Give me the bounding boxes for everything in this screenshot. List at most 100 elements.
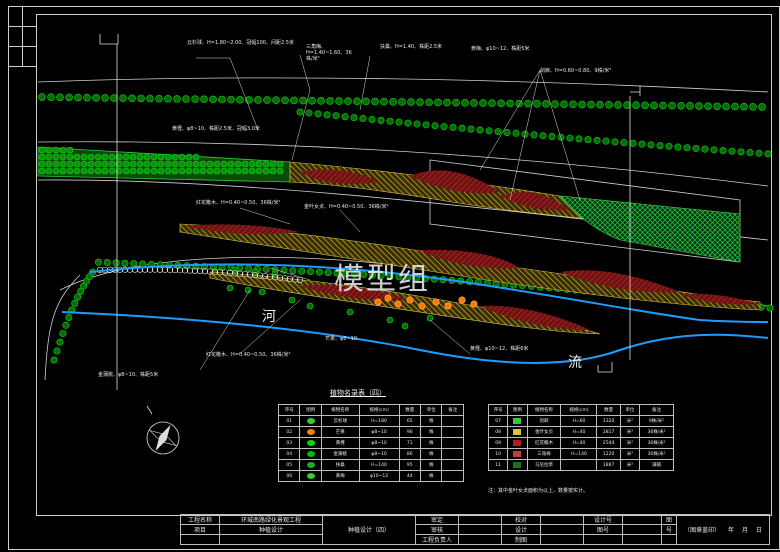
palm-tree-symbol bbox=[251, 272, 259, 279]
tree-symbol bbox=[668, 101, 676, 110]
tree-symbol bbox=[368, 115, 376, 123]
hedge-symbol bbox=[185, 153, 193, 161]
tree-symbol bbox=[254, 96, 262, 104]
tree-symbol bbox=[377, 116, 385, 124]
tree-symbol bbox=[596, 100, 604, 109]
tree-symbol bbox=[359, 115, 367, 123]
tree-symbol bbox=[461, 99, 469, 107]
hedge-dots bbox=[38, 146, 284, 175]
section-markers bbox=[99, 34, 641, 390]
table-cell bbox=[441, 448, 464, 460]
table-cell bbox=[441, 459, 464, 471]
tb-stamp: （图章盖印） 年 月 日 bbox=[676, 514, 770, 545]
orange-tree-symbol bbox=[470, 300, 478, 308]
table-cell bbox=[441, 470, 464, 482]
table-header-cell: 植物名称 bbox=[526, 404, 562, 416]
tree-symbol bbox=[611, 138, 619, 146]
tree-symbol bbox=[542, 100, 550, 108]
palm-tree-symbol bbox=[131, 266, 139, 273]
table-cell: 1887 bbox=[596, 459, 621, 471]
hedge-symbol bbox=[94, 167, 102, 175]
table-cell: 1320 bbox=[596, 415, 621, 427]
palm-tree-symbol bbox=[241, 271, 249, 278]
tree-symbol bbox=[326, 97, 334, 105]
legend-swatch-icon bbox=[299, 437, 322, 449]
tree-symbol bbox=[722, 102, 730, 111]
tree-symbol bbox=[647, 141, 655, 149]
table-header-cell: 序号 bbox=[487, 404, 509, 416]
table-cell: 11 bbox=[487, 459, 509, 471]
hedge-symbol bbox=[52, 146, 60, 154]
label-10: 芒果、φ8~10 bbox=[325, 336, 358, 342]
tree-symbol bbox=[578, 100, 586, 109]
tree-symbol bbox=[506, 99, 514, 108]
hedge-symbol bbox=[52, 153, 60, 161]
tree-symbol bbox=[59, 330, 67, 338]
table-cell: 1220 bbox=[596, 448, 621, 460]
palm-tree-symbol bbox=[186, 267, 194, 274]
orange-tree-symbol bbox=[394, 300, 402, 308]
tb-empty-2 bbox=[219, 534, 323, 545]
table-cell: 马尼拉草 bbox=[526, 459, 562, 471]
table-cell: 株 bbox=[420, 470, 443, 482]
tree-symbol bbox=[74, 293, 82, 301]
hedge-symbol bbox=[255, 167, 263, 175]
table-cell: 黄槿 bbox=[320, 437, 360, 449]
hedge-symbol bbox=[52, 167, 60, 175]
tree-symbol bbox=[755, 149, 763, 157]
table-header-row: 序号图例植物名称规格(cm)数量单位备注 bbox=[487, 404, 674, 416]
tree-symbol bbox=[53, 347, 61, 355]
tb-day: 日 bbox=[755, 527, 762, 534]
hedge-symbol bbox=[206, 167, 214, 175]
table-header-cell: 序号 bbox=[277, 404, 301, 416]
shrub-red-9 bbox=[480, 305, 590, 330]
tree-symbol bbox=[422, 121, 430, 129]
table-cell: 09 bbox=[487, 437, 509, 449]
table-header-cell: 规格(cm) bbox=[358, 404, 400, 416]
table-note: 注：其中金叶女贞面积为以上，数量按实计。 bbox=[488, 488, 589, 494]
table-cell: H=180 bbox=[358, 415, 400, 427]
tree-symbol bbox=[728, 147, 736, 155]
tree-symbol bbox=[47, 93, 55, 101]
tree-symbol bbox=[236, 95, 244, 104]
table-header-cell: 数量 bbox=[398, 404, 422, 416]
table-cell: H=140 bbox=[358, 459, 400, 471]
palm-tree-symbol bbox=[221, 269, 229, 276]
tree-symbol bbox=[299, 96, 307, 105]
table-cell: 04 bbox=[277, 448, 301, 460]
hedge-symbol bbox=[206, 160, 214, 168]
hedge-symbol bbox=[59, 167, 67, 175]
hedge-symbol bbox=[87, 153, 95, 161]
tree-symbol bbox=[164, 94, 172, 103]
hedge-symbol bbox=[234, 160, 242, 168]
tree-symbol bbox=[306, 268, 314, 276]
tree-symbol bbox=[704, 102, 712, 110]
table-cell: 三角梅 bbox=[526, 448, 562, 460]
hedge-symbol bbox=[143, 167, 151, 175]
label-12: 黄槿、φ10~12、株距6米 bbox=[470, 346, 529, 352]
tree-symbol bbox=[62, 321, 70, 329]
tb-approve: 审定 bbox=[415, 514, 459, 525]
palm-tree-symbol bbox=[286, 275, 294, 282]
hedge-symbol bbox=[129, 160, 137, 168]
tree-symbol bbox=[479, 99, 487, 107]
table-cell: 65 bbox=[398, 415, 422, 427]
tb-sheet: 图 bbox=[661, 514, 677, 525]
tree-symbol bbox=[686, 102, 694, 110]
tree-symbol bbox=[605, 100, 613, 109]
shrub-red-5 bbox=[420, 249, 520, 269]
tree-symbol bbox=[749, 102, 757, 111]
legend-swatch-icon bbox=[299, 459, 322, 471]
table-header-cell: 植物名称 bbox=[320, 404, 360, 416]
tree-symbol bbox=[449, 123, 457, 131]
table-cell: φ8~10 bbox=[358, 426, 400, 438]
tree-symbol bbox=[683, 144, 691, 152]
table-cell: 86 bbox=[398, 448, 422, 460]
hedge-symbol bbox=[87, 160, 95, 168]
table-cell bbox=[560, 459, 598, 471]
tree-symbol bbox=[315, 268, 323, 276]
